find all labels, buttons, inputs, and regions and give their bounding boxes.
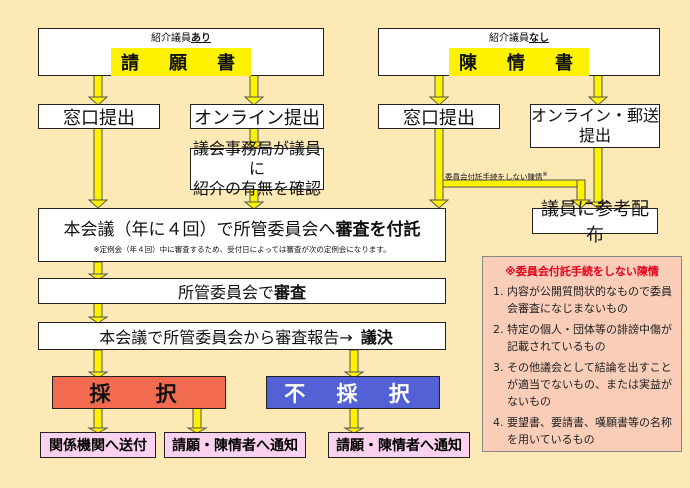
reference-distribution-box: 議員に参考配布: [532, 199, 658, 246]
online-mail-line-2: 提出: [578, 126, 611, 145]
online-mail-line-1: オンライン・郵送: [531, 106, 660, 125]
counter-submission-right: 窓口提出: [378, 104, 500, 129]
notify-petitioner-box-2: 請願・陳情者へ通知: [328, 432, 470, 458]
panel-item: 特定の個人・団体等の誹謗中傷が記載されているもの: [507, 321, 673, 355]
committee-text: 所管委員会で: [177, 283, 274, 302]
online-mail-submission: オンライン・郵送 提出: [530, 104, 660, 148]
plenary-note: ※定例会（年４回）中に審査するため、受付日によっては審査が次の定例会になります。: [93, 245, 391, 254]
panel-item: その他議会として結論を出すことが適当でないもの、または実益がないもの: [507, 359, 673, 410]
panel-list: 内容が公開質問状的なもので委員会審査になじまないもの 特定の個人・団体等の誹謗中…: [491, 283, 673, 448]
notify-petitioner-box-1: 請願・陳情者へ通知: [164, 432, 306, 458]
panel-item: 要望書、要請書、嘆願書等の名称を用いているもの: [507, 414, 673, 448]
plenary-text: 本会議（年に４回）で所管委員会へ: [63, 220, 336, 240]
petition-caption-em: あり: [191, 32, 211, 44]
appeal-caption: 紹介議員: [489, 32, 529, 44]
appeal-box: 紹介議員なし 陳 情 書: [378, 28, 660, 76]
no-committee-text: 委員会付託手続をしない陳情: [445, 172, 543, 182]
report-text: 本会議で所管委員会から審査報告→: [99, 328, 369, 347]
petition-box: 紹介議員あり 請 願 書: [38, 28, 324, 76]
panel-item: 内容が公開質問状的なもので委員会審査になじまないもの: [507, 283, 673, 317]
petition-caption: 紹介議員: [151, 32, 191, 44]
appeal-caption-em: なし: [529, 32, 549, 44]
no-committee-explanation-panel: ※委員会付託手続をしない陳情 内容が公開質問状的なもので委員会審査になじまないも…: [482, 256, 682, 452]
counter-submission-left: 窓口提出: [38, 104, 160, 129]
send-to-agencies-box: 関係機関へ送付: [40, 432, 156, 458]
no-committee-label: 委員会付託手続をしない陳情※: [445, 171, 548, 183]
panel-title: ※委員会付託手続をしない陳情: [505, 265, 659, 278]
committee-emphasis: 審査: [274, 283, 307, 302]
secretariat-line-2: 紹介の有無を確認: [192, 179, 321, 198]
petition-title: 請 願 書: [111, 47, 251, 76]
reject-box: 不 採 択: [266, 376, 440, 409]
report-emphasis: 議決: [360, 328, 393, 347]
committee-review-box: 所管委員会で審査: [38, 278, 446, 304]
appeal-title: 陳 情 書: [449, 47, 589, 76]
secretariat-check-box: 議会事務局が議員に 紹介の有無を確認: [190, 139, 324, 198]
online-submission-left: オンライン提出: [190, 104, 324, 129]
plenary-referral-box: 本会議（年に４回）で所管委員会へ審査を付託 ※定例会（年４回）中に審査するため、…: [38, 208, 446, 262]
plenary-report-box: 本会議で所管委員会から審査報告→ 議決: [38, 322, 446, 350]
plenary-emphasis: 審査を付託: [335, 220, 421, 240]
no-committee-mark: ※: [542, 171, 548, 178]
adopt-box: 採 択: [52, 376, 226, 409]
secretariat-line-1: 議会事務局が議員に: [192, 139, 321, 178]
